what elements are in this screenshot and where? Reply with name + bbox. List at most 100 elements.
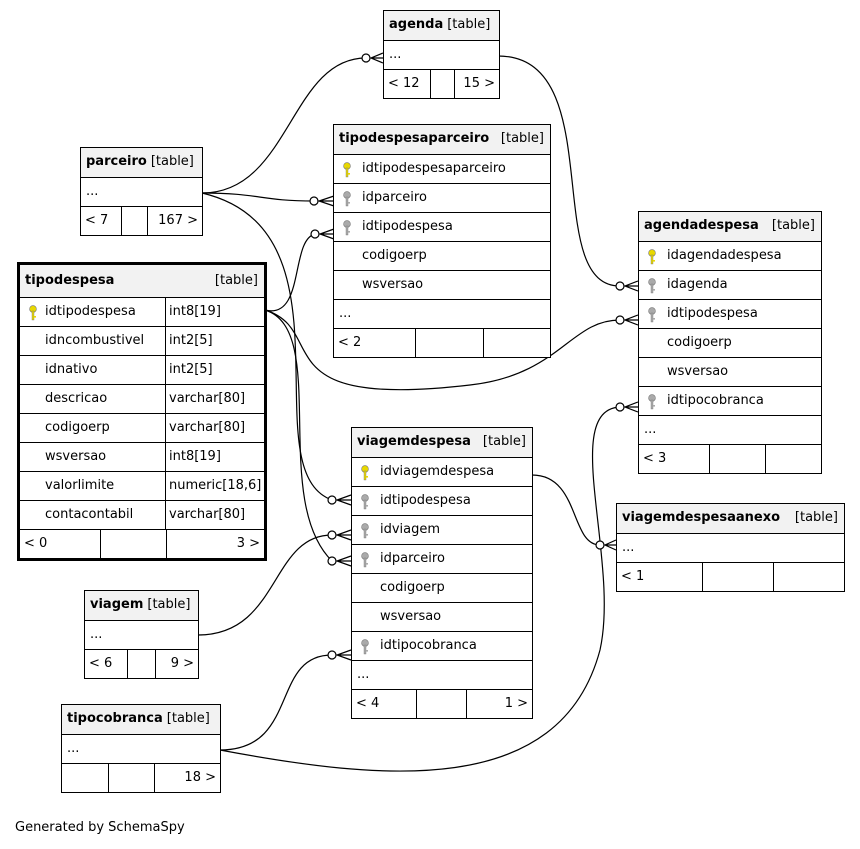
table-name: tipocobranca bbox=[67, 711, 163, 726]
more-columns: ... bbox=[639, 415, 821, 444]
column-name: wsversao bbox=[45, 449, 107, 464]
column-row: wsversao bbox=[639, 357, 821, 386]
footer-children: 9 > bbox=[155, 650, 198, 678]
footer-parents bbox=[62, 764, 108, 792]
table-header: parceiro[table] bbox=[81, 148, 202, 177]
table-header: viagemdespesaanexo[table] bbox=[617, 504, 844, 533]
column-name: idtipodespesa bbox=[380, 493, 471, 508]
table-footer: < 1 bbox=[617, 562, 844, 591]
footer-children: 3 > bbox=[166, 530, 264, 558]
column-name: idtipodespesa bbox=[667, 306, 758, 321]
foreign-key-icon bbox=[343, 220, 351, 236]
primary-key-icon bbox=[648, 249, 656, 265]
column-row: idtipodespesa bbox=[352, 486, 532, 515]
column-name: idviagem bbox=[380, 522, 441, 537]
table-footer: < 7 167 > bbox=[81, 206, 202, 235]
table-footer: < 12 15 > bbox=[384, 69, 499, 98]
column-row: wsversao bbox=[334, 270, 550, 299]
footer-children bbox=[483, 329, 550, 357]
table-type: [table] bbox=[447, 17, 491, 32]
footer-middle bbox=[709, 445, 765, 473]
column-name: idtipocobranca bbox=[380, 638, 477, 653]
column-name: wsversao bbox=[362, 277, 424, 292]
table-agenda[interactable]: agenda[table] ... < 12 15 > bbox=[383, 10, 500, 99]
footer-children bbox=[773, 563, 844, 591]
column-name: idagenda bbox=[667, 277, 728, 292]
table-footer: < 3 bbox=[639, 444, 821, 473]
column-row: wsversao int8[19] bbox=[20, 442, 264, 471]
column-row: contacontabil varchar[80] bbox=[20, 500, 264, 529]
table-name: tipodespesa bbox=[25, 273, 115, 288]
table-name: viagemdespesaanexo bbox=[622, 510, 781, 525]
table-name: agendadespesa bbox=[644, 218, 759, 233]
table-header: tipodespesa[table] bbox=[20, 265, 264, 297]
table-parceiro[interactable]: parceiro[table] ... < 7 167 > bbox=[80, 147, 203, 236]
footer-children: 1 > bbox=[466, 690, 532, 718]
table-type: [table] bbox=[166, 711, 210, 726]
column-name: idparceiro bbox=[362, 190, 427, 205]
table-header: agenda[table] bbox=[384, 11, 499, 40]
column-row: idtipodespesaparceiro bbox=[334, 154, 550, 183]
primary-key-icon bbox=[343, 162, 351, 178]
column-name: codigoerp bbox=[45, 420, 110, 435]
column-row: codigoerp bbox=[334, 241, 550, 270]
column-name: idnativo bbox=[45, 362, 98, 377]
table-footer: < 0 3 > bbox=[20, 529, 264, 558]
column-row: idtipodespesa bbox=[334, 212, 550, 241]
footer-parents: < 6 bbox=[89, 656, 113, 671]
table-header: agendadespesa[table] bbox=[639, 212, 821, 241]
column-row: idparceiro bbox=[334, 183, 550, 212]
table-footer: < 6 9 > bbox=[85, 649, 198, 678]
column-name: idviagemdespesa bbox=[380, 464, 495, 479]
more-columns: ... bbox=[62, 734, 220, 763]
generated-by-text: Generated by SchemaSpy bbox=[15, 820, 185, 835]
column-row: idviagem bbox=[352, 515, 532, 544]
more-columns: ... bbox=[384, 40, 499, 69]
column-name: idncombustivel bbox=[45, 333, 145, 348]
footer-parents: < 4 bbox=[356, 696, 380, 711]
more-columns: ... bbox=[334, 299, 550, 328]
table-type: [table] bbox=[147, 597, 191, 612]
column-type: varchar[80] bbox=[169, 507, 246, 522]
foreign-key-icon bbox=[361, 639, 369, 655]
column-row: idagendadespesa bbox=[639, 241, 821, 270]
column-type: int8[19] bbox=[169, 449, 221, 464]
table-agendadespesa[interactable]: agendadespesa[table] idagendadespesa idag… bbox=[638, 211, 822, 474]
column-name: codigoerp bbox=[362, 248, 427, 263]
more-columns: ... bbox=[81, 177, 202, 206]
table-type: [table] bbox=[150, 154, 194, 169]
foreign-key-icon bbox=[361, 523, 369, 539]
column-row: codigoerp bbox=[352, 573, 532, 602]
footer-parents: < 7 bbox=[85, 213, 109, 228]
column-row: idtipodespesa bbox=[639, 299, 821, 328]
table-tipocobranca[interactable]: tipocobranca[table] ... 18 > bbox=[61, 704, 221, 793]
column-name: idtipodespesa bbox=[45, 304, 136, 319]
more-columns: ... bbox=[617, 533, 844, 562]
column-name: idagendadespesa bbox=[667, 248, 782, 263]
table-viagemdespesaanexo[interactable]: viagemdespesaanexo[table] ... < 1 bbox=[616, 503, 845, 592]
table-footer: 18 > bbox=[62, 763, 220, 792]
column-name: idtipocobranca bbox=[667, 393, 764, 408]
footer-middle bbox=[416, 690, 466, 718]
foreign-key-icon bbox=[648, 307, 656, 323]
table-footer: < 2 bbox=[334, 328, 550, 357]
table-tipodespesaparceiro[interactable]: tipodespesaparceiro[table] idtipodespesa… bbox=[333, 124, 551, 358]
column-name: valorlimite bbox=[45, 478, 115, 493]
table-viagem[interactable]: viagem[table] ... < 6 9 > bbox=[84, 590, 199, 679]
footer-children bbox=[765, 445, 821, 473]
column-name: idtipodespesaparceiro bbox=[362, 161, 506, 176]
more-columns: ... bbox=[352, 660, 532, 689]
column-row: idagenda bbox=[639, 270, 821, 299]
column-name: contacontabil bbox=[45, 507, 134, 522]
column-name: idtipodespesa bbox=[362, 219, 453, 234]
table-name: agenda bbox=[389, 17, 444, 32]
footer-parents: < 12 bbox=[388, 76, 420, 91]
footer-middle bbox=[430, 70, 454, 98]
